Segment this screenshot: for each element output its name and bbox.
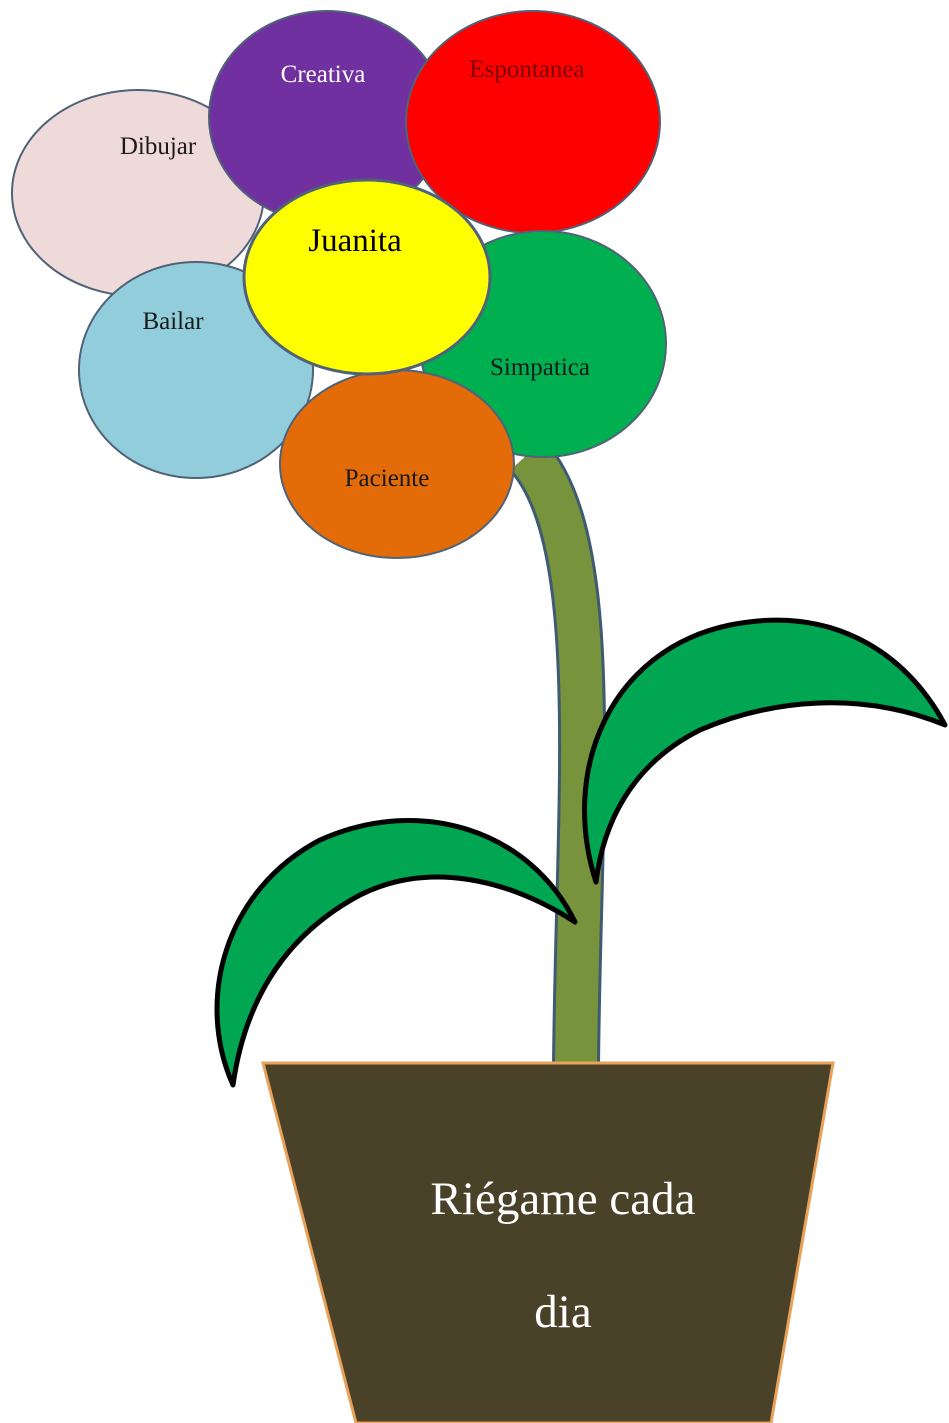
flower-pot bbox=[263, 1063, 833, 1423]
petal-paciente-shape bbox=[280, 370, 514, 558]
flower-center-label: Juanita bbox=[308, 223, 402, 259]
pot-text-line-1: Riégame cada bbox=[431, 1173, 696, 1225]
petal-dibujar-label: Dibujar bbox=[120, 133, 197, 160]
petal-paciente-label: Paciente bbox=[345, 465, 430, 492]
petal-paciente: Paciente bbox=[280, 370, 514, 558]
petal-simpatica-label: Simpatica bbox=[490, 354, 590, 381]
right-leaf bbox=[585, 620, 945, 882]
petal-creativa-label: Creativa bbox=[281, 61, 366, 88]
flower-center: Juanita bbox=[244, 180, 490, 374]
petal-bailar-label: Bailar bbox=[142, 308, 204, 335]
left-leaf bbox=[217, 820, 575, 1085]
flower-center-shape bbox=[244, 180, 490, 374]
petal-espontanea-label: Espontanea bbox=[469, 56, 584, 83]
pot-text-line-2: dia bbox=[534, 1286, 592, 1338]
